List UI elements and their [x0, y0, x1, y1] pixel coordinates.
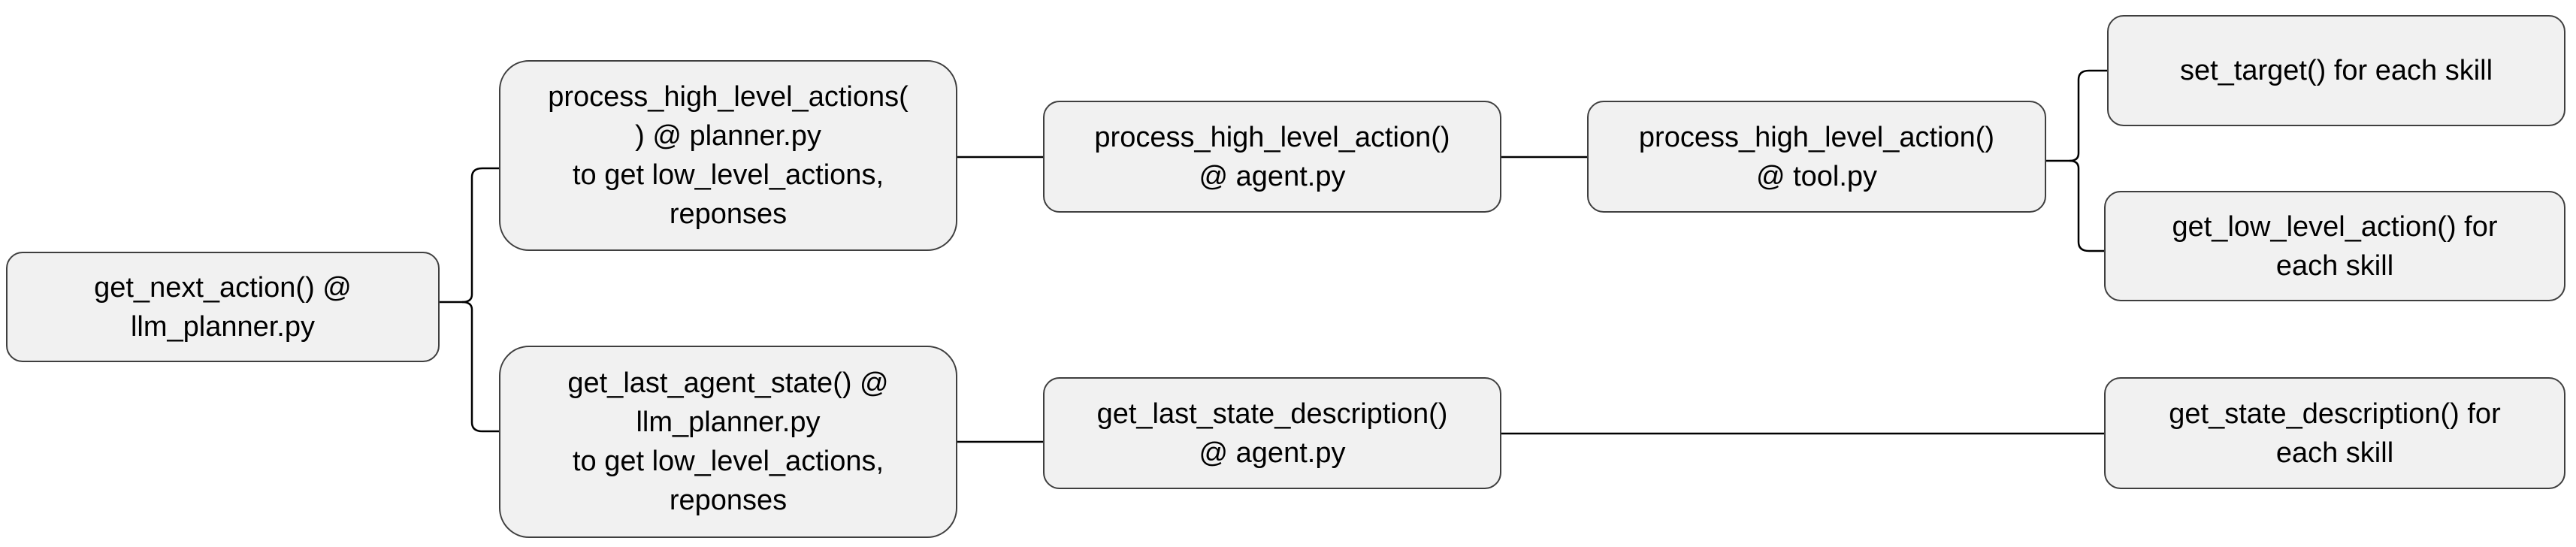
node-label: get_next_action() @ llm_planner.py: [94, 271, 352, 343]
bracket-connector-root-lower: [461, 301, 499, 433]
node-get-last-agent-state: get_last_agent_state() @ llm_planner.py …: [499, 346, 957, 538]
node-label: get_low_level_action() for each skill: [2172, 210, 2498, 282]
node-get-state-description: get_state_description() for each skill: [2104, 377, 2565, 489]
bracket-connector-tool-lower: [2069, 159, 2104, 252]
node-label: process_high_level_action() @ agent.py: [1094, 121, 1450, 192]
node-process-high-level-action-tool: process_high_level_action() @ tool.py: [1587, 101, 2046, 213]
node-label: process_high_level_action() @ tool.py: [1638, 121, 1995, 192]
node-label: get_last_agent_state() @ llm_planner.py …: [567, 367, 889, 516]
node-label: set_target() for each skill: [2179, 55, 2493, 86]
node-process-high-level-action-agent: process_high_level_action() @ agent.py: [1043, 101, 1501, 213]
bracket-connector-tool: [2046, 69, 2107, 162]
node-get-last-state-description: get_last_state_description() @ agent.py: [1043, 377, 1501, 489]
bracket-connector-root: [440, 167, 499, 304]
node-label: get_state_description() for each skill: [2169, 397, 2501, 469]
node-label: get_last_state_description() @ agent.py: [1096, 397, 1448, 469]
node-label: process_high_level_actions( ) @ planner.…: [548, 81, 909, 230]
node-set-target: set_target() for each skill: [2107, 15, 2565, 126]
node-get-next-action: get_next_action() @ llm_planner.py: [6, 252, 440, 362]
node-get-low-level-action: get_low_level_action() for each skill: [2104, 191, 2565, 301]
node-process-high-level-actions: process_high_level_actions( ) @ planner.…: [499, 60, 957, 251]
